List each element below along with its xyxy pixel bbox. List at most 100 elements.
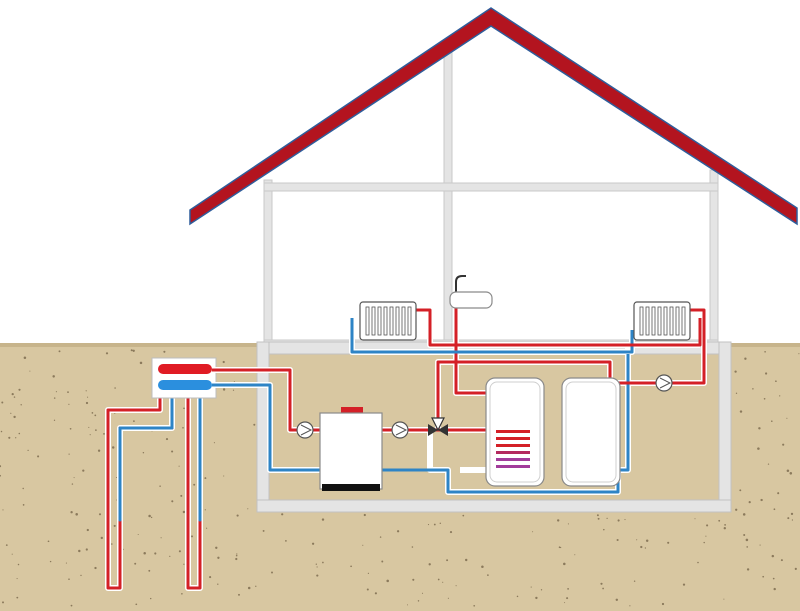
soil-speck [616, 538, 619, 542]
soil-speck [602, 587, 604, 590]
soil-speck [0, 430, 3, 433]
soil-speck [773, 587, 776, 591]
radiator-icon [633, 301, 691, 341]
soil-speck [437, 578, 440, 581]
soil-speck [71, 483, 74, 485]
soil-texture [0, 349, 800, 607]
soil-speck [767, 463, 770, 465]
soil-speck [23, 356, 27, 360]
soil-speck [180, 494, 183, 497]
soil-speck [449, 531, 453, 534]
soil-speck [759, 544, 761, 546]
soil-speck [758, 427, 761, 430]
soil-speck [600, 582, 603, 585]
soil-speck [217, 583, 219, 585]
manifold-cold-bar [158, 380, 212, 390]
soil-speck [209, 576, 212, 579]
soil-speck [705, 535, 707, 537]
soil-speck [746, 568, 750, 571]
soil-speck [215, 546, 218, 549]
soil-speck [439, 522, 442, 525]
circulation-pump-icon [296, 421, 314, 439]
soil-speck [213, 442, 215, 444]
soil-speck [744, 357, 747, 360]
cylinder-coil [496, 430, 530, 468]
soil-speck [694, 518, 696, 520]
soil-speck [47, 540, 50, 543]
soil-speck [193, 483, 196, 486]
soil-speck [20, 404, 22, 406]
soil-speck [190, 535, 194, 538]
soil-speck [22, 504, 25, 506]
soil-speck [89, 434, 91, 436]
soil-speck [52, 375, 55, 378]
soil-speck [235, 557, 238, 561]
soil-speck [640, 545, 643, 549]
three-way-valve-icon [428, 417, 448, 436]
soil-speck [0, 474, 1, 477]
soil-speck [171, 500, 174, 503]
soil-speck [629, 605, 631, 607]
soil-speck [427, 524, 430, 526]
soil-speck [183, 563, 185, 565]
soil-speck [396, 530, 400, 533]
soil-speck [29, 370, 31, 372]
soil-speck [130, 349, 133, 352]
tap-icon [449, 275, 493, 309]
soil-speck [667, 541, 670, 544]
soil-speck [95, 429, 97, 431]
circulation-pump-icon [391, 421, 409, 439]
radiator-fin [383, 306, 388, 336]
soil-speck [37, 455, 40, 458]
soil-speck [169, 555, 171, 558]
soil-speck [253, 423, 256, 426]
pipe-radiator-return [350, 318, 634, 354]
soil-speck [80, 574, 82, 577]
soil-speck [706, 524, 709, 527]
soil-speck [322, 561, 324, 564]
soil-speck [91, 412, 94, 414]
soil-speck [362, 544, 364, 546]
soil-speck [18, 432, 21, 435]
manifold-hot-bar [158, 364, 212, 374]
soil-speck [780, 559, 783, 562]
soil-speck [773, 508, 776, 511]
soil-speck [11, 392, 14, 396]
ground-loop-right [185, 379, 203, 591]
soil-speck [644, 547, 647, 549]
soil-speck [150, 516, 153, 519]
soil-speck [697, 561, 699, 564]
pipe-hp-return [380, 354, 630, 494]
soil-speck [232, 389, 235, 391]
soil-speck [315, 563, 317, 565]
soil-speck [606, 517, 608, 520]
soil-speck [771, 554, 775, 558]
soil-speck [311, 542, 315, 545]
soil-speck [154, 552, 157, 555]
soil-speck [617, 519, 620, 522]
soil-speck [217, 556, 220, 559]
radiator-fin [657, 306, 662, 336]
soil-speck [49, 560, 52, 563]
sky [0, 0, 800, 347]
soil-speck [735, 508, 738, 511]
roof [189, 7, 798, 226]
ground-loops [105, 379, 203, 591]
soil-speck [798, 353, 800, 355]
soil-speck [111, 543, 113, 545]
radiator-fin [675, 306, 680, 336]
soil-speck [748, 500, 751, 504]
radiator-fin [639, 306, 644, 336]
soil-speck [78, 549, 81, 553]
soil-speck [113, 524, 116, 527]
pipe-tap [454, 300, 492, 395]
soil-speck [94, 566, 97, 570]
radiator-fin [651, 306, 656, 336]
soil-speck [2, 509, 4, 511]
soil-speck [775, 380, 777, 383]
soil-speck [142, 451, 145, 454]
soil-speck [703, 541, 705, 544]
soil-speck [530, 586, 532, 588]
soil-speck [247, 586, 251, 590]
